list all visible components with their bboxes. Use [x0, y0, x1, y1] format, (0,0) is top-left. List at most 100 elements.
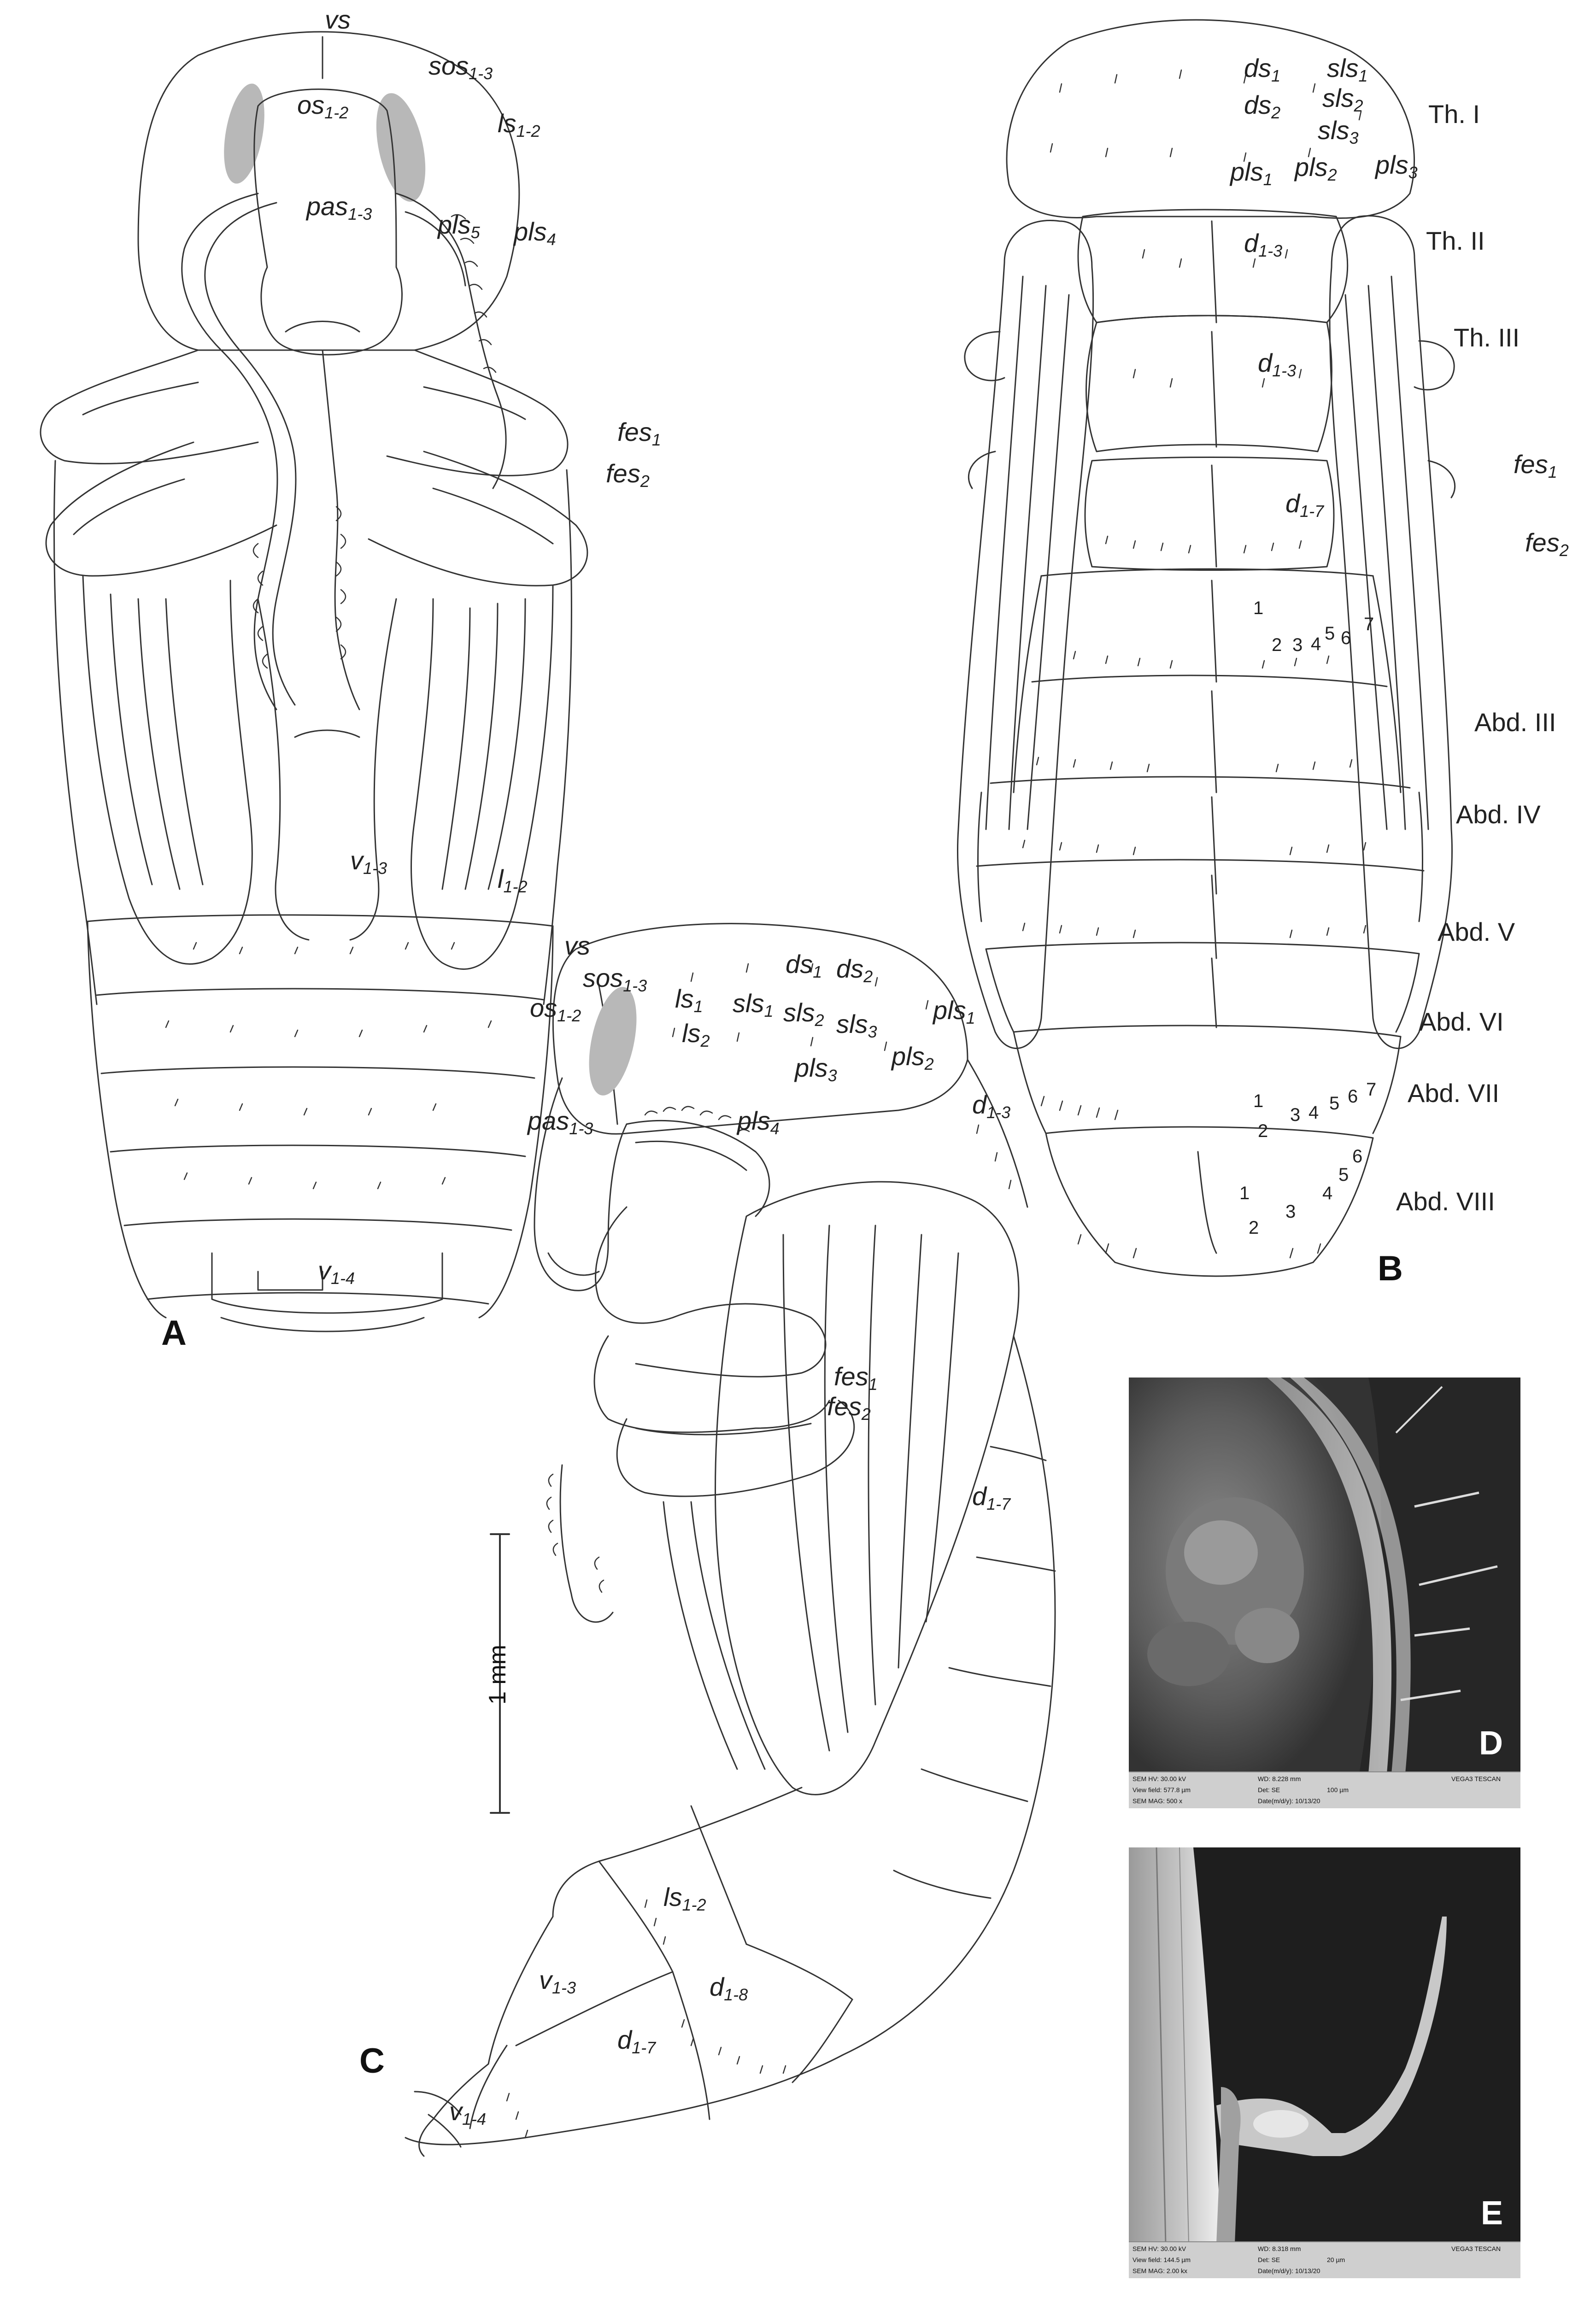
sem-e-info-bar: SEM HV: 30.00 kV WD: 8.318 mm VEGA3 TESC… [1129, 2241, 1520, 2278]
c-label-d17b: d1-7 [617, 2025, 656, 2057]
c-label-ds1: ds1 [786, 950, 822, 981]
sem-image-e: E SEM HV: 30.00 kV WD: 8.318 mm VEGA3 TE… [1129, 1847, 1520, 2278]
panel-a-right-midleg [368, 451, 588, 586]
c-label-sos: sos1-3 [583, 963, 647, 995]
b-seta-num: 2 [1258, 1121, 1268, 1141]
c-label-pls1: pls1 [933, 996, 975, 1027]
sem-d-vendor: VEGA3 TESCAN [1451, 1775, 1501, 1782]
sem-d-mag: SEM MAG: 500 x [1132, 1797, 1183, 1805]
b-label-fes2: fes2 [1525, 528, 1569, 560]
b-seta-num: 5 [1338, 1165, 1349, 1185]
b-label-pls1: pls1 [1230, 157, 1273, 189]
panel-a-left-foreleg [40, 349, 259, 464]
b-label-d13b: d1-3 [1258, 348, 1297, 380]
c-label-v14: v1-4 [449, 2097, 487, 2128]
b-seta-num: 2 [1272, 635, 1282, 655]
panel-c-wingpad [715, 1181, 1020, 1795]
sem-d-wd: WD: 8.228 mm [1258, 1775, 1301, 1782]
panel-label-c: C [359, 2041, 385, 2081]
b-seta-num: 7 [1366, 1079, 1377, 1100]
b-seg-abd7: Abd. VII [1408, 1079, 1500, 1108]
panel-a-body-outline [53, 460, 98, 1005]
panel-b-metanotum [1086, 315, 1332, 452]
b-seta-num: 7 [1364, 614, 1374, 634]
sem-image-d: D SEM HV: 30.00 kV WD: 8.228 mm VEGA3 TE… [1129, 1378, 1520, 1808]
sem-e-date: Date(m/d/y): 10/13/20 [1258, 2267, 1320, 2275]
panel-c-eye [589, 987, 637, 1096]
b-seta-num: 3 [1285, 1202, 1296, 1222]
b-seta-num: 6 [1352, 1146, 1363, 1167]
b-label-ds1: ds1 [1244, 53, 1281, 85]
b-seg-abd3: Abd. III [1474, 708, 1556, 737]
b-seta-num: 4 [1308, 1102, 1319, 1123]
sem-e-wd: WD: 8.318 mm [1258, 2245, 1301, 2252]
a-label-pls4: pls4 [514, 217, 556, 249]
b-seg-abd5: Abd. V [1438, 917, 1515, 946]
a-label-v13: v1-3 [350, 846, 387, 878]
c-label-pas: pas1-3 [528, 1106, 593, 1138]
scale-bar [490, 1533, 510, 1814]
panel-label-b: B [1378, 1249, 1403, 1288]
a-label-fes1: fes1 [617, 417, 661, 449]
scale-bar-label: 1 mm [484, 1645, 511, 1705]
b-seta-num: 5 [1325, 623, 1335, 644]
b-seta-num: 1 [1253, 598, 1264, 618]
b-seta-num: 2 [1249, 1218, 1259, 1238]
c-label-sls1: sls1 [733, 989, 774, 1020]
b-seta-num: 6 [1348, 1086, 1358, 1107]
b-label-pls3: pls3 [1375, 150, 1418, 182]
b-seg-th3: Th. III [1454, 323, 1520, 352]
c-label-sls2: sls2 [783, 998, 824, 1030]
panel-c-rostrum [534, 1077, 628, 1291]
a-label-pas: pas1-3 [306, 192, 372, 223]
panel-a-head-outline [137, 31, 520, 351]
panel-a-rostrum [253, 88, 403, 356]
b-seta-num: 4 [1311, 634, 1321, 654]
sem-e-det: Det: SE [1258, 2256, 1280, 2263]
panel-a-left-antenna [181, 193, 278, 710]
sem-e-hv: SEM HV: 30.00 kV [1132, 2245, 1186, 2252]
b-seta-num: 3 [1290, 1105, 1301, 1125]
sem-d-scale: 100 µm [1327, 1786, 1349, 1794]
a-label-vs: vs [325, 5, 351, 34]
panel-b-mesonotum [1077, 209, 1349, 323]
panel-b-left-wingpad [956, 220, 1094, 1049]
panel-a-right-foreleg [386, 349, 569, 476]
panel-a-left-eye [224, 83, 264, 184]
sem-e-scale: 20 µm [1327, 2256, 1345, 2263]
panel-b-abd-tergite-1 [1084, 457, 1335, 571]
panel-a-right-antenna [395, 193, 507, 489]
b-seta-num: 6 [1341, 628, 1351, 648]
panel-b-right-wingpad [1329, 215, 1453, 1049]
panel-a-right-eye [376, 93, 426, 202]
b-seg-th1: Th. I [1428, 100, 1480, 129]
c-label-d17a: d1-7 [972, 1482, 1011, 1513]
b-seg-abd8: Abd. VIII [1396, 1187, 1495, 1216]
b-label-pls2: pls2 [1295, 152, 1337, 184]
b-seta-num: 3 [1292, 635, 1303, 655]
c-label-vs: vs [564, 931, 590, 960]
sem-d-view: View field: 577.8 µm [1132, 1786, 1191, 1794]
c-label-ds2: ds2 [836, 954, 873, 986]
panel-c-antenna [626, 1120, 770, 1217]
b-label-sls2: sls2 [1322, 83, 1363, 115]
b-seg-abd4: Abd. IV [1456, 800, 1541, 829]
sem-e-texture [1129, 1847, 1520, 2278]
b-seg-th2: Th. II [1426, 226, 1485, 255]
sem-d-texture [1129, 1378, 1520, 1808]
panel-c-foreleg [595, 1206, 827, 1378]
c-label-sls3: sls3 [836, 1009, 877, 1041]
b-label-fes1: fes1 [1514, 450, 1557, 481]
panel-a-drawing [40, 31, 588, 1332]
panel-a-abd-seg-1 [87, 914, 554, 927]
c-label-pls4: pls4 [737, 1106, 780, 1138]
panel-b-drawing [956, 19, 1456, 1277]
a-label-v14: v1-4 [318, 1256, 355, 1288]
sem-d-hv: SEM HV: 30.00 kV [1132, 1775, 1186, 1782]
b-seta-num: 4 [1322, 1183, 1333, 1203]
c-label-ls1: ls1 [675, 984, 703, 1016]
c-label-d18: d1-8 [710, 1972, 748, 2004]
panel-c-pronotum [552, 923, 968, 1135]
c-label-fes1: fes1 [834, 1362, 878, 1394]
